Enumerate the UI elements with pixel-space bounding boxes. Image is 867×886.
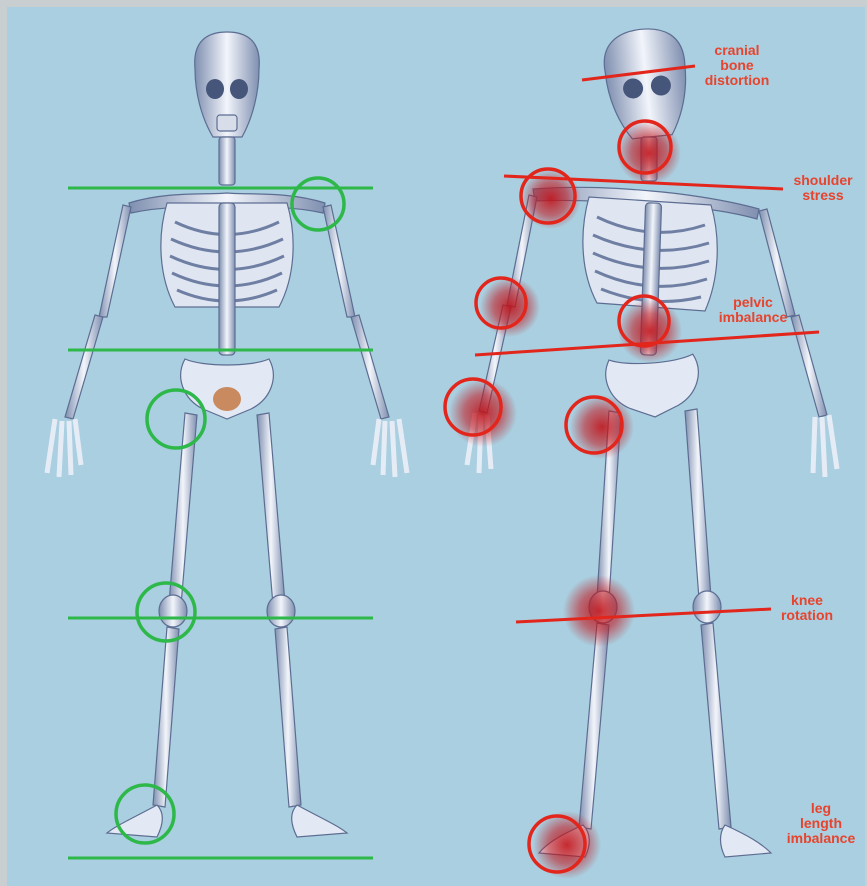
aligned-skeleton [47,32,407,837]
lumbar-spine [219,203,235,355]
right-hand-misaligned [813,415,837,477]
pelvic-imbalance-label: pelvic imbalance [711,295,795,325]
left-hand [47,419,81,477]
right-foot-misaligned [721,825,772,857]
knee-tilt-line [516,609,771,622]
diagram-canvas [7,7,865,886]
right-hand [373,419,407,477]
posture-comparison-diagram: cranial bone distortion shoulder stress … [7,7,865,886]
cranial-bone-distortion-label: cranial bone distortion [697,43,777,88]
leg-length-imbalance-label: leg length imbalance [779,801,863,846]
shoulder-stress-label: shoulder stress [785,173,861,203]
wrist-pain-glow [449,379,517,447]
right-foot [292,805,347,837]
cervical-spine [219,137,235,185]
knee-pain-glow [563,575,635,647]
spine-pain-glow [618,299,682,363]
knee-rotation-label: knee rotation [769,593,845,623]
